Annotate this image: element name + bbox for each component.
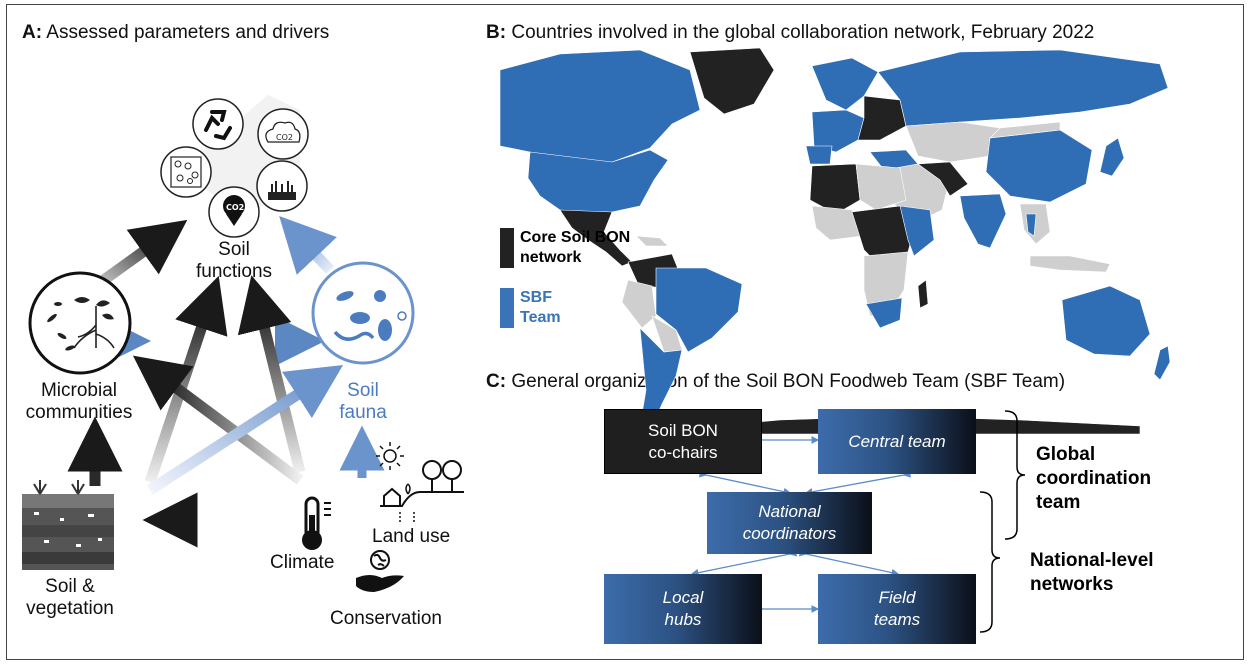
map-north-africa-west <box>809 163 861 215</box>
map-peru <box>621 279 657 329</box>
land-use-label: Land use <box>372 526 451 547</box>
panel-b-title: B: Countries involved in the global coll… <box>486 22 1095 43</box>
arrow-soilveg-to-fauna <box>147 365 344 495</box>
map-caribbean <box>635 235 669 247</box>
map-india <box>959 193 1007 249</box>
soil-pores-icon <box>160 146 212 198</box>
box-central-team: Central team <box>818 409 976 474</box>
hand-icon <box>356 575 404 592</box>
map-iran <box>917 161 969 197</box>
link-central-national <box>804 469 912 496</box>
map-usa <box>527 149 669 221</box>
link-national-local <box>690 548 798 577</box>
map-new-zealand <box>1153 345 1171 381</box>
climate-label: Climate <box>270 552 335 573</box>
arrow-fauna-to-functions <box>279 215 337 275</box>
legend-swatch-sbf <box>500 288 514 328</box>
globe-icon <box>370 550 390 570</box>
svg-text:CO2: CO2 <box>226 203 244 212</box>
map-mongolia <box>989 121 1061 139</box>
map-indonesia <box>1029 255 1111 273</box>
co2-down-icon: CO2 <box>208 186 260 238</box>
map-west-africa <box>811 205 863 241</box>
map-australia <box>1061 285 1151 357</box>
map-south-africa <box>865 297 903 329</box>
map-madagascar <box>917 279 929 309</box>
soil-vegetation-label: Soil &vegetation <box>26 576 114 619</box>
map-north-america-north <box>499 49 701 165</box>
map-greenland <box>689 47 775 115</box>
panel-a-title: A: Assessed parameters and drivers <box>22 22 330 43</box>
map-east-africa <box>899 205 935 257</box>
plant-growth-icon <box>256 160 308 212</box>
bracket-national <box>979 491 1001 633</box>
thermometer-icon <box>302 496 331 550</box>
map-thailand <box>1025 213 1037 237</box>
map-japan <box>1099 137 1125 177</box>
microbial-icon <box>28 271 132 375</box>
map-china <box>985 129 1093 203</box>
link-national-field <box>798 548 900 577</box>
soil-fauna-icon <box>311 261 415 365</box>
legend-swatch-core <box>500 228 514 268</box>
map-brazil <box>655 267 743 353</box>
map-mexico <box>559 209 633 267</box>
bracket-global <box>1004 410 1026 540</box>
map-argentina <box>639 327 683 427</box>
recycle-icon <box>192 98 244 150</box>
land-use-icon <box>376 442 464 524</box>
arrow-climate-to-microbial <box>132 355 304 485</box>
svg-text:CO2: CO2 <box>276 133 293 142</box>
soil-profile-icon <box>22 480 114 570</box>
conservation-label: Conservation <box>330 608 442 629</box>
map-russia <box>877 49 1169 127</box>
map-iberia <box>805 145 833 165</box>
arrow-climate-to-functions <box>237 275 306 474</box>
figure-frame <box>6 4 1244 660</box>
co2-cloud-icon: CO2 <box>257 108 309 160</box>
link-cochairs-national <box>698 469 792 496</box>
map-north-africa-east <box>855 163 907 211</box>
